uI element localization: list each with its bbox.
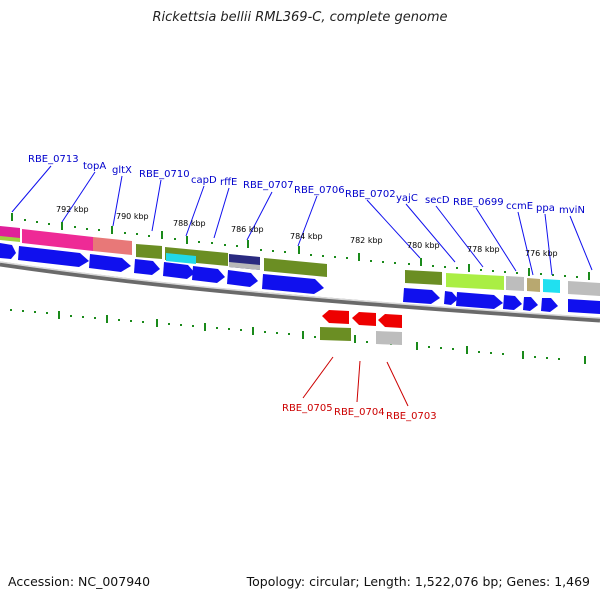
feature-bar xyxy=(0,236,20,242)
kbp-label: 778 kbp xyxy=(467,245,500,254)
gene-label-rbe-0703[interactable]: RBE_0703 xyxy=(386,411,437,422)
feature-bar xyxy=(93,237,132,255)
gene-label-yajc[interactable]: yajC xyxy=(396,193,418,204)
kbp-label: 776 kbp xyxy=(525,249,558,258)
genome-summary-text: Topology: circular; Length: 1,522,076 bp… xyxy=(246,574,590,589)
forward-gene-arrows xyxy=(0,243,600,314)
gene-arrow xyxy=(18,246,89,267)
feature-bar xyxy=(229,262,260,270)
kbp-label: 780 kbp xyxy=(407,241,440,250)
feature-bar xyxy=(446,273,504,290)
gene-label-mvin[interactable]: mviN xyxy=(559,205,585,216)
feature-bar xyxy=(264,258,327,277)
gene-arrow xyxy=(163,262,195,279)
feature-bar xyxy=(320,327,351,341)
gene-arrow xyxy=(192,266,225,283)
gene-arrow xyxy=(378,314,402,328)
forward-gene-labels: RBE_0713 topA gltX RBE_0710 capD rffE RB… xyxy=(28,154,585,216)
feature-bar xyxy=(527,278,540,292)
gene-arrow xyxy=(322,310,349,324)
gene-arrow xyxy=(89,254,131,272)
forward-leader-lines xyxy=(11,165,593,276)
gene-arrow xyxy=(456,292,503,309)
gene-label-rbe-0713[interactable]: RBE_0713 xyxy=(28,154,79,165)
gene-arrow xyxy=(0,243,16,259)
reverse-gene-labels: RBE_0705 RBE_0704 RBE_0703 xyxy=(282,403,437,422)
gene-arrow xyxy=(523,297,538,311)
gene-label-rbe-0705[interactable]: RBE_0705 xyxy=(282,403,333,414)
gene-arrow xyxy=(503,295,522,310)
map-title: Rickettsia bellii RML369-C, complete gen… xyxy=(152,10,448,25)
gene-arrow xyxy=(541,298,558,312)
genome-backbone xyxy=(0,261,600,323)
feature-bar xyxy=(568,281,600,296)
feature-bar xyxy=(543,279,560,293)
gene-arrow xyxy=(568,299,600,314)
reverse-feature-bars xyxy=(320,327,402,345)
gene-arrow xyxy=(134,259,160,275)
gene-arrow xyxy=(262,274,324,294)
feature-bar xyxy=(506,276,524,291)
gene-label-rbe-0707[interactable]: RBE_0707 xyxy=(243,180,294,191)
feature-bar xyxy=(405,270,442,285)
gene-label-rbe-0704[interactable]: RBE_0704 xyxy=(334,407,385,418)
reverse-tick-track xyxy=(10,309,586,364)
gene-label-capd[interactable]: capD xyxy=(191,175,217,186)
accession-text: Accession: NC_007940 xyxy=(8,574,151,589)
kbp-label: 784 kbp xyxy=(290,232,323,241)
gene-label-topa[interactable]: topA xyxy=(83,161,106,172)
kbp-label: 782 kbp xyxy=(350,236,383,245)
reverse-leader-lines xyxy=(302,356,409,407)
reverse-gene-arrows xyxy=(322,310,402,328)
gene-label-rbe-0706[interactable]: RBE_0706 xyxy=(294,185,345,196)
gene-arrow xyxy=(444,291,458,305)
gene-label-ccme[interactable]: ccmE xyxy=(506,201,533,212)
kbp-label: 786 kbp xyxy=(231,225,264,234)
kbp-label: 792 kbp xyxy=(56,205,89,214)
feature-bar xyxy=(376,331,402,345)
gene-label-secd[interactable]: secD xyxy=(425,195,450,206)
kbp-label: 790 kbp xyxy=(116,212,149,221)
gene-label-gltx[interactable]: gltX xyxy=(112,165,132,176)
gene-label-rbe-0702[interactable]: RBE_0702 xyxy=(345,189,396,200)
feature-bar xyxy=(22,229,93,251)
gene-label-rffe[interactable]: rffE xyxy=(220,177,237,188)
kbp-label: 788 kbp xyxy=(173,219,206,228)
gene-arrow xyxy=(403,288,440,304)
forward-feature-bars xyxy=(0,226,600,296)
genome-backbone-highlight xyxy=(0,261,600,319)
kbp-scale-labels: 792 kbp 790 kbp 788 kbp 786 kbp 784 kbp … xyxy=(56,205,558,258)
forward-tick-track xyxy=(11,213,590,280)
gene-label-ppa[interactable]: ppa xyxy=(536,203,555,214)
feature-bar xyxy=(166,253,196,264)
gene-arrow xyxy=(352,312,376,326)
gene-label-rbe-0710[interactable]: RBE_0710 xyxy=(139,169,190,180)
gene-label-rbe-0699[interactable]: RBE_0699 xyxy=(453,197,504,208)
gene-arrow xyxy=(227,270,258,287)
feature-bar xyxy=(136,244,162,259)
